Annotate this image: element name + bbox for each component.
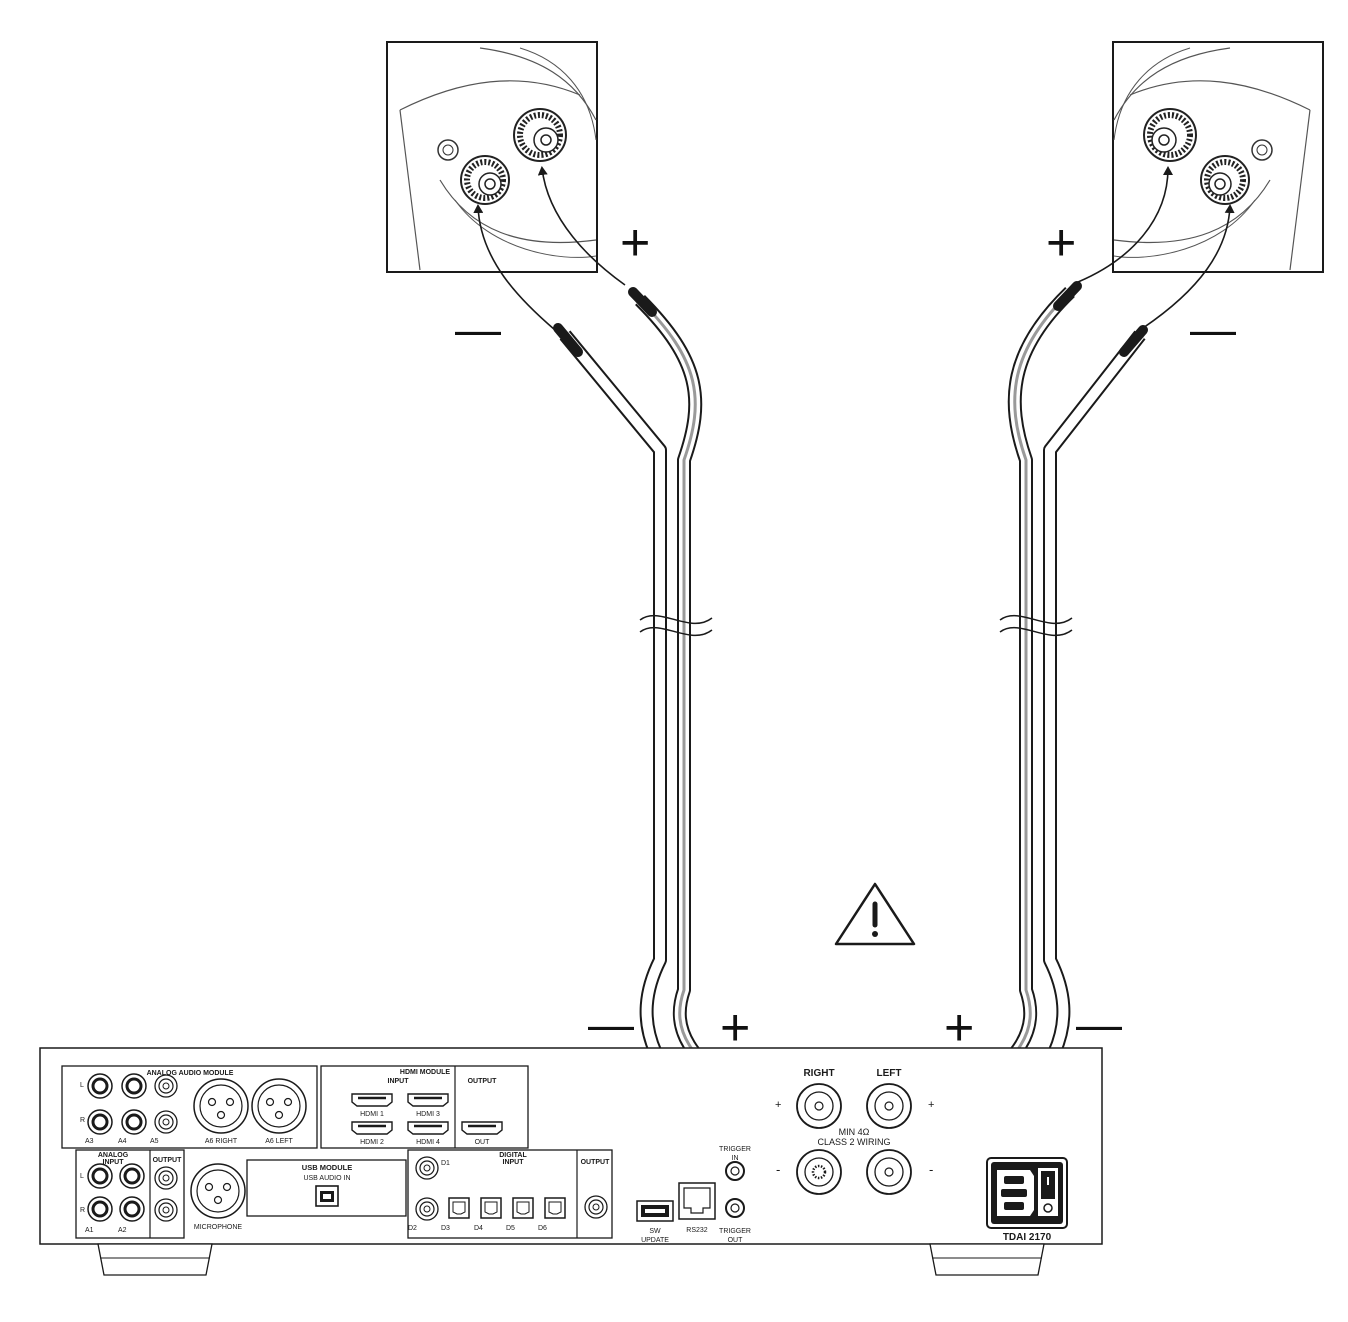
usb-module-sub: USB AUDIO IN: [303, 1175, 350, 1182]
label-d6: D6: [538, 1225, 547, 1232]
rs232-label: RS232: [686, 1227, 708, 1234]
optical-port-icon: [448, 1197, 566, 1219]
label-a4: A4: [118, 1138, 127, 1145]
sw-update-port: SW UPDATE: [636, 1200, 674, 1244]
analog-module-row-r: R: [80, 1117, 85, 1124]
right-speaker-inset: [1112, 41, 1324, 273]
power-switch-icon: [1038, 1168, 1058, 1216]
right-plus-mark: +: [775, 1099, 781, 1111]
trigger-in-label-2: IN: [732, 1155, 739, 1162]
model-label: TDAI 2170: [1003, 1232, 1052, 1243]
left-negative-speaker-tip: [553, 323, 583, 357]
label-hdmi4: HDMI 4: [416, 1139, 440, 1146]
connection-arrows: [473, 166, 1235, 331]
impedance-label: MIN 4Ω: [839, 1127, 870, 1137]
usb-b-port-icon: [315, 1185, 339, 1207]
right-positive-speaker-tip: [1053, 281, 1082, 311]
right-speaker-positive-terminal: [1143, 108, 1197, 162]
hdmi-module-title: HDMI MODULE: [400, 1069, 450, 1076]
plus-sign-right-speaker: +: [1046, 214, 1076, 272]
analog-input-title-1: ANALOG: [98, 1152, 129, 1159]
trigger-out-label-2: OUT: [728, 1237, 744, 1244]
speaker-terminals: RIGHT LEFT + + - - MIN 4Ω CLASS 2 WI: [775, 1068, 934, 1195]
ethernet-port-icon: RS232: [678, 1182, 716, 1234]
xlr-a6-left: [251, 1078, 307, 1134]
analog-input-row-l: L: [80, 1173, 84, 1180]
left-minus-mark: -: [929, 1162, 933, 1177]
sw-update-label-2: UPDATE: [641, 1237, 669, 1244]
minus-sign-left-amp: —: [588, 998, 634, 1050]
analog-input-title-2: INPUT: [103, 1159, 125, 1166]
label-hdmi1: HDMI 1: [360, 1111, 384, 1118]
right-speaker-negative-terminal: [1200, 155, 1250, 205]
analog-module-row-l: L: [80, 1082, 84, 1089]
trigger-ports: TRIGGER IN TRIGGER OUT: [719, 1146, 751, 1244]
xlr-a6-right: [193, 1078, 249, 1134]
sw-update-label-1: SW: [649, 1228, 661, 1235]
trigger-out-label-1: TRIGGER: [719, 1228, 751, 1235]
label-hdmi2: HDMI 2: [360, 1139, 384, 1146]
minus-sign-right-amp: —: [1076, 998, 1122, 1050]
analog-audio-module-title: ANALOG AUDIO MODULE: [147, 1070, 234, 1077]
digital-input-module: DIGITAL INPUT OUTPUT D1 D2 D3 D4: [407, 1149, 613, 1239]
right-minus-mark: -: [776, 1162, 780, 1177]
label-d3: D3: [441, 1225, 450, 1232]
label-a1: A1: [85, 1227, 94, 1234]
minus-sign-right-speaker: —: [1190, 303, 1236, 355]
left-foot: [97, 1243, 213, 1276]
label-a3: A3: [85, 1138, 94, 1145]
usb-module-title: USB MODULE: [302, 1163, 352, 1172]
arrow-left-positive: [537, 166, 626, 286]
iec-power-inlet-icon: [986, 1157, 1068, 1229]
label-a6-left: A6 LEFT: [265, 1138, 293, 1145]
plus-sign-left-speaker: +: [620, 214, 650, 272]
digital-input-title-2: INPUT: [503, 1159, 525, 1166]
hdmi-input-label: INPUT: [388, 1078, 410, 1085]
arrow-right-negative: [1139, 204, 1235, 331]
arrow-right-positive: [1077, 166, 1173, 283]
microphone-label: MICROPHONE: [194, 1224, 243, 1231]
label-d2: D2: [408, 1225, 417, 1232]
analog-audio-module: ANALOG AUDIO MODULE L R A3 A4 A5: [61, 1065, 318, 1149]
right-negative-speaker-tip: [1119, 325, 1148, 357]
amplifier-rear-panel: ANALOG AUDIO MODULE L R A3 A4 A5: [39, 1047, 1103, 1276]
left-speaker-negative-terminal: [460, 155, 510, 205]
right-terminal-label: RIGHT: [803, 1068, 834, 1079]
label-a5: A5: [150, 1138, 159, 1145]
label-d5: D5: [506, 1225, 515, 1232]
wiring-label: CLASS 2 WIRING: [817, 1137, 890, 1147]
label-d1: D1: [441, 1160, 450, 1167]
microphone-xlr: [190, 1163, 246, 1219]
left-plus-mark: +: [928, 1099, 934, 1111]
minus-sign-left-speaker: —: [455, 303, 501, 355]
label-d4: D4: [474, 1225, 483, 1232]
label-hdmi3: HDMI 3: [416, 1111, 440, 1118]
analog-input-module: ANALOG INPUT OUTPUT L R A1 A2: [75, 1149, 185, 1239]
right-foot: [929, 1243, 1045, 1276]
left-terminal-label: LEFT: [877, 1068, 902, 1079]
left-positive-speaker-tip: [628, 287, 657, 317]
label-a2: A2: [118, 1227, 127, 1234]
label-a6-right: A6 RIGHT: [205, 1138, 238, 1145]
trigger-in-label-1: TRIGGER: [719, 1146, 751, 1153]
warning-triangle-icon: [834, 882, 916, 946]
analog-input-row-r: R: [80, 1207, 85, 1214]
digital-output-label: OUTPUT: [581, 1159, 611, 1166]
hdmi-output-label: OUTPUT: [468, 1078, 498, 1085]
left-speaker-inset: [386, 41, 598, 273]
label-hdmi-out: OUT: [475, 1139, 491, 1146]
usb-module: USB MODULE USB AUDIO IN: [246, 1159, 407, 1217]
digital-input-title-1: DIGITAL: [499, 1152, 527, 1159]
arrow-left-negative: [473, 204, 556, 331]
hdmi-module: HDMI MODULE INPUT OUTPUT HDMI 1 HDMI 3 H…: [320, 1065, 529, 1149]
analog-input-output-label: OUTPUT: [153, 1157, 183, 1164]
left-speaker-positive-terminal: [513, 108, 567, 162]
